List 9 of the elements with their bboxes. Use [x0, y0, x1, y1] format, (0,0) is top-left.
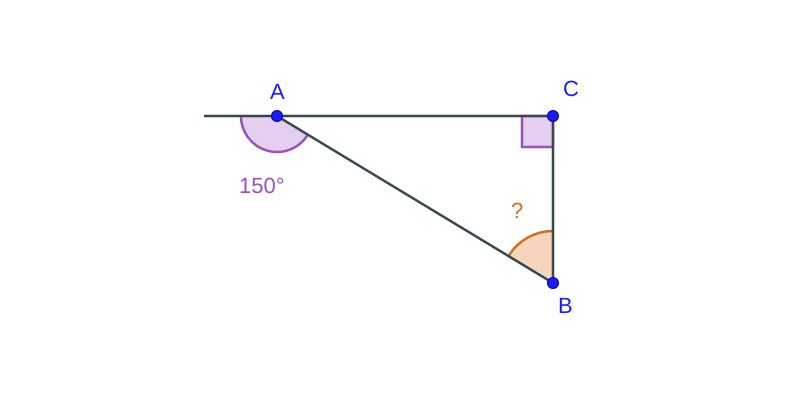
ray-line	[204, 114, 271, 118]
line-segment	[283, 114, 547, 118]
angle-label: 150°	[239, 174, 285, 198]
line-segment	[281, 118, 549, 281]
point-label: C	[563, 77, 579, 101]
point-label: A	[270, 80, 285, 104]
point-label: B	[558, 294, 573, 318]
angle-label: ?	[511, 199, 524, 223]
line-segment	[552, 122, 554, 277]
